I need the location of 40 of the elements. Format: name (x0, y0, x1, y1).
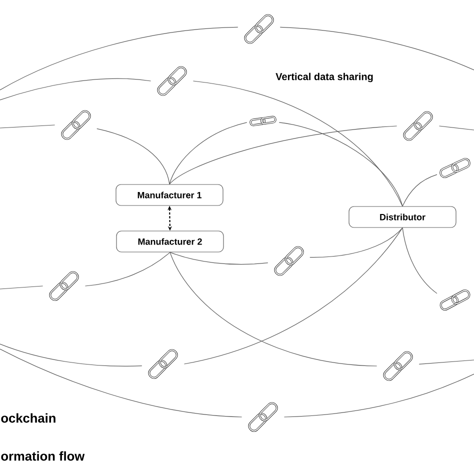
entity-box: Manufacturer 2 (116, 230, 224, 252)
chain-link-icon (248, 402, 278, 432)
connector-line (402, 228, 438, 294)
chain-link-icon (49, 271, 79, 301)
connector-line (438, 126, 474, 130)
chain-link-icon (250, 116, 276, 126)
chain-link-icon (274, 246, 304, 276)
connector-line (184, 228, 403, 364)
section-label: Vertical data sharing (276, 72, 373, 82)
connector-line (84, 252, 170, 286)
connector-line (169, 126, 398, 184)
chain-link-icon (61, 110, 91, 140)
chain-link-icon (440, 158, 470, 178)
chain-link-icon (157, 66, 187, 96)
connector-line (278, 122, 403, 206)
entity-box: Manufacturer 1 (116, 184, 224, 206)
label-text: ormation flow (1, 451, 85, 461)
connector-line (402, 174, 438, 206)
connector-line (0, 286, 44, 290)
chain-link-icon (244, 14, 274, 44)
chain-link-icon (148, 349, 178, 379)
connector-line (0, 348, 242, 418)
chain-link-icon (440, 289, 470, 311)
connector-line (96, 128, 170, 184)
connector-line (280, 26, 474, 70)
chain-link-icon (383, 351, 413, 381)
entity-box: Distributor (348, 206, 456, 228)
label-text: ockchain (1, 413, 56, 423)
connector-line (170, 252, 378, 366)
connector-line (284, 374, 474, 418)
connector-line (169, 122, 248, 184)
connector-line (0, 26, 238, 90)
connector-line (192, 80, 403, 206)
connector-line (418, 360, 474, 364)
connector-line (0, 344, 142, 366)
connector-line (0, 124, 56, 128)
connector-line (310, 228, 403, 258)
chain-link-icon (403, 111, 433, 141)
connector-line (170, 252, 268, 265)
connector-line (0, 78, 152, 100)
